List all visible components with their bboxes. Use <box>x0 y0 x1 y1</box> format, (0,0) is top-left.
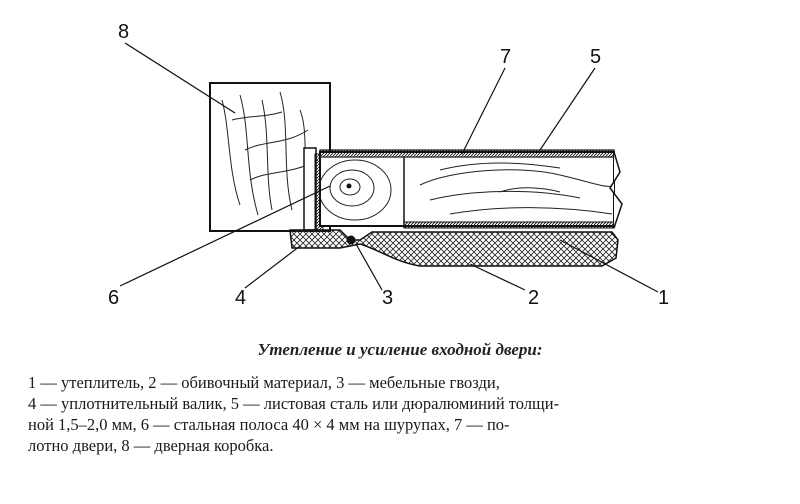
door-insulation-diagram: 8 7 5 6 4 3 2 1 <box>108 21 669 309</box>
callout-3: 3 <box>382 287 393 309</box>
callout-5: 5 <box>590 46 601 68</box>
callout-labels: 8 7 5 6 4 3 2 1 <box>108 21 669 309</box>
caption-line: лотно двери, 8 — дверная коробка. <box>28 436 274 455</box>
callout-7: 7 <box>500 46 511 68</box>
caption-line: 1 — утеплитель, 2 — обивочный материал, … <box>28 373 500 392</box>
caption-line: ной 1,5–2,0 мм, 6 — стальная полоса 40 ×… <box>28 415 510 434</box>
callout-4: 4 <box>235 287 246 309</box>
callout-8: 8 <box>118 21 129 43</box>
caption-line: 4 — уплотнительный валик, 5 — листовая с… <box>28 394 560 413</box>
caption-body: 1 — утеплитель, 2 — обивочный материал, … <box>28 372 768 456</box>
caption-title: Утепление и усиление входной двери: <box>257 340 543 359</box>
upholstery-material <box>289 229 619 267</box>
callout-6: 6 <box>108 287 119 309</box>
door-leaf <box>318 149 623 229</box>
callout-2: 2 <box>528 287 539 309</box>
sealing-roll <box>318 159 392 221</box>
leader-lines <box>119 42 659 293</box>
callout-1: 1 <box>658 287 669 309</box>
furniture-nail <box>346 235 356 245</box>
